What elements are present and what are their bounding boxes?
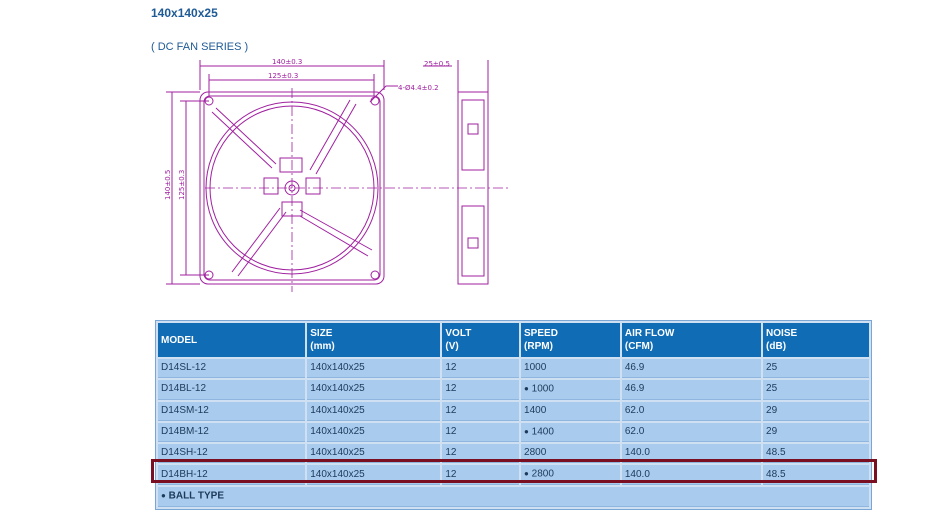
series-label: ( DC FAN SERIES ) bbox=[151, 41, 249, 53]
volt-cell: 12 bbox=[442, 444, 520, 464]
dim-holes: 4-Ø4.4±0.2 bbox=[398, 84, 439, 92]
dim-depth: 25±0.5 bbox=[424, 60, 450, 68]
model-cell: D14BL-12 bbox=[158, 380, 306, 400]
airflow-cell: 62.0 bbox=[621, 422, 762, 443]
table-header-row: MODEL SIZE(mm) VOLT(V) SPEED(RPM) AIR FL… bbox=[158, 323, 869, 357]
speed-cell: ● 1400 bbox=[521, 422, 620, 443]
volt-cell: 12 bbox=[442, 359, 520, 378]
noise-cell: 29 bbox=[763, 401, 869, 421]
dim-outer-height: 140±0.5 bbox=[164, 170, 172, 200]
airflow-cell: 62.0 bbox=[621, 401, 762, 421]
dim-outer-width: 140±0.3 bbox=[272, 58, 302, 66]
airflow-cell: 46.9 bbox=[621, 380, 762, 400]
col-size-header: SIZE(mm) bbox=[307, 323, 441, 357]
model-cell: D14SM-12 bbox=[158, 401, 306, 421]
noise-cell: 48.5 bbox=[763, 444, 869, 464]
size-cell: 140x140x25 bbox=[307, 401, 441, 421]
bullet-icon: ● bbox=[524, 384, 529, 393]
speed-cell: ● 1000 bbox=[521, 380, 620, 400]
noise-cell: 25 bbox=[763, 380, 869, 400]
model-cell: D14BH-12 bbox=[158, 465, 306, 485]
airflow-cell: 46.9 bbox=[621, 359, 762, 378]
size-cell: 140x140x25 bbox=[307, 422, 441, 443]
col-model-header: MODEL bbox=[158, 323, 306, 357]
speed-cell: 2800 bbox=[521, 444, 620, 464]
col-speed-header: SPEED(RPM) bbox=[521, 323, 620, 357]
model-cell: D14BM-12 bbox=[158, 422, 306, 443]
ball-type-note: ● BALL TYPE bbox=[158, 486, 869, 507]
speed-cell: ● 2800 bbox=[521, 465, 620, 485]
spec-table: MODEL SIZE(mm) VOLT(V) SPEED(RPM) AIR FL… bbox=[155, 320, 872, 510]
speed-cell: 1000 bbox=[521, 359, 620, 378]
volt-cell: 12 bbox=[442, 422, 520, 443]
volt-cell: 12 bbox=[442, 465, 520, 485]
col-airflow-header: AIR FLOW(CFM) bbox=[621, 323, 762, 357]
noise-cell: 25 bbox=[763, 359, 869, 378]
size-cell: 140x140x25 bbox=[307, 359, 441, 378]
col-volt-header: VOLT(V) bbox=[442, 323, 520, 357]
model-cell: D14SH-12 bbox=[158, 444, 306, 464]
airflow-cell: 140.0 bbox=[621, 465, 762, 485]
fan-technical-drawing: 140±0.3 125±0.3 25±0.5 4-Ø4.4±0.2 140±0.… bbox=[164, 58, 510, 292]
speed-cell: 1400 bbox=[521, 401, 620, 421]
model-cell: D14SL-12 bbox=[158, 359, 306, 378]
bullet-icon: ● bbox=[161, 490, 166, 500]
col-noise-header: NOISE(dB) bbox=[763, 323, 869, 357]
page-title: 140x140x25 bbox=[151, 6, 218, 20]
airflow-cell: 140.0 bbox=[621, 444, 762, 464]
size-cell: 140x140x25 bbox=[307, 380, 441, 400]
noise-cell: 29 bbox=[763, 422, 869, 443]
table-footnote-row: ● BALL TYPE bbox=[158, 486, 869, 507]
noise-cell: 48.5 bbox=[763, 465, 869, 485]
dim-hole-spacing: 125±0.3 bbox=[268, 72, 298, 80]
volt-cell: 12 bbox=[442, 401, 520, 421]
size-cell: 140x140x25 bbox=[307, 444, 441, 464]
dim-hole-spacing-vertical: 125±0.3 bbox=[178, 170, 186, 200]
volt-cell: 12 bbox=[442, 380, 520, 400]
bullet-icon: ● bbox=[524, 426, 529, 436]
bullet-icon: ● bbox=[524, 469, 529, 479]
size-cell: 140x140x25 bbox=[307, 465, 441, 485]
